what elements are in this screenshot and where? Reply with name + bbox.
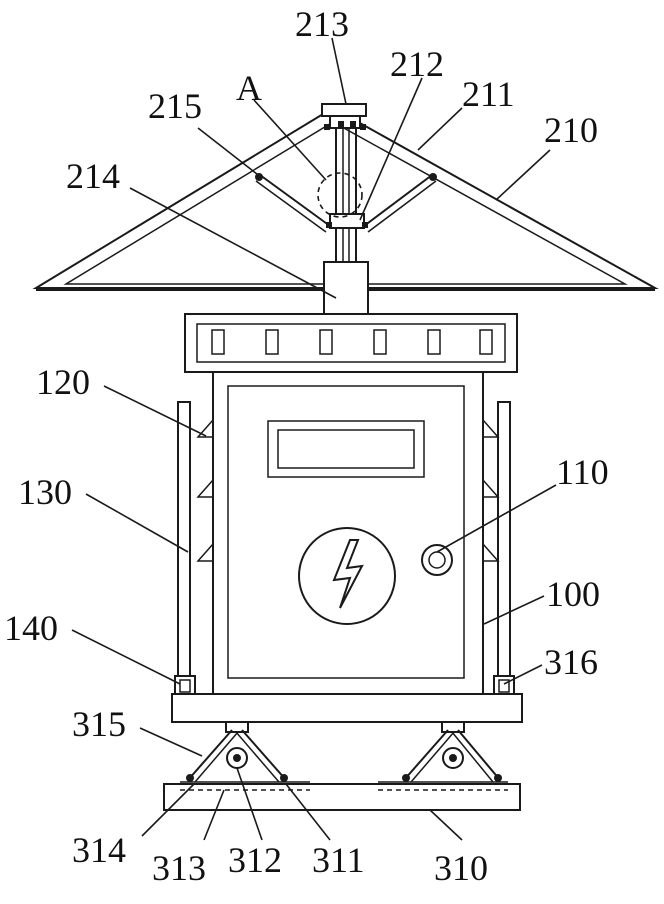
label-215: 215 [148, 86, 202, 126]
scissor-support-left [186, 721, 288, 783]
top-vent-band [184, 313, 518, 373]
scissor-support-right [402, 721, 502, 783]
part-labels: 213 A 212 215 211 210 214 120 110 130 10… [4, 4, 609, 888]
rail-feet [174, 675, 515, 695]
roof-mast-assembly [255, 103, 437, 315]
leader-lines [71, 37, 557, 841]
label-314: 314 [72, 830, 126, 870]
label-210: 210 [544, 110, 598, 150]
lightning-bolt-icon [298, 527, 396, 625]
label-213: 213 [295, 4, 349, 44]
label-212: 212 [390, 44, 444, 84]
right-side-rail [482, 401, 511, 693]
label-140: 140 [4, 608, 58, 648]
cabinet-body [212, 371, 484, 695]
label-120: 120 [36, 362, 90, 402]
label-313: 313 [152, 848, 206, 888]
upper-base-plate [171, 693, 523, 723]
label-312: 312 [228, 840, 282, 880]
label-110: 110 [556, 452, 609, 492]
label-130: 130 [18, 472, 72, 512]
left-side-rail [177, 401, 214, 693]
label-A: A [236, 68, 262, 108]
label-316: 316 [544, 642, 598, 682]
bottom-base [163, 781, 521, 811]
label-311: 311 [312, 840, 365, 880]
label-100: 100 [546, 574, 600, 614]
label-315: 315 [72, 704, 126, 744]
label-310: 310 [434, 848, 488, 888]
label-211: 211 [462, 74, 515, 114]
knob-icon [421, 544, 453, 576]
label-214: 214 [66, 156, 120, 196]
